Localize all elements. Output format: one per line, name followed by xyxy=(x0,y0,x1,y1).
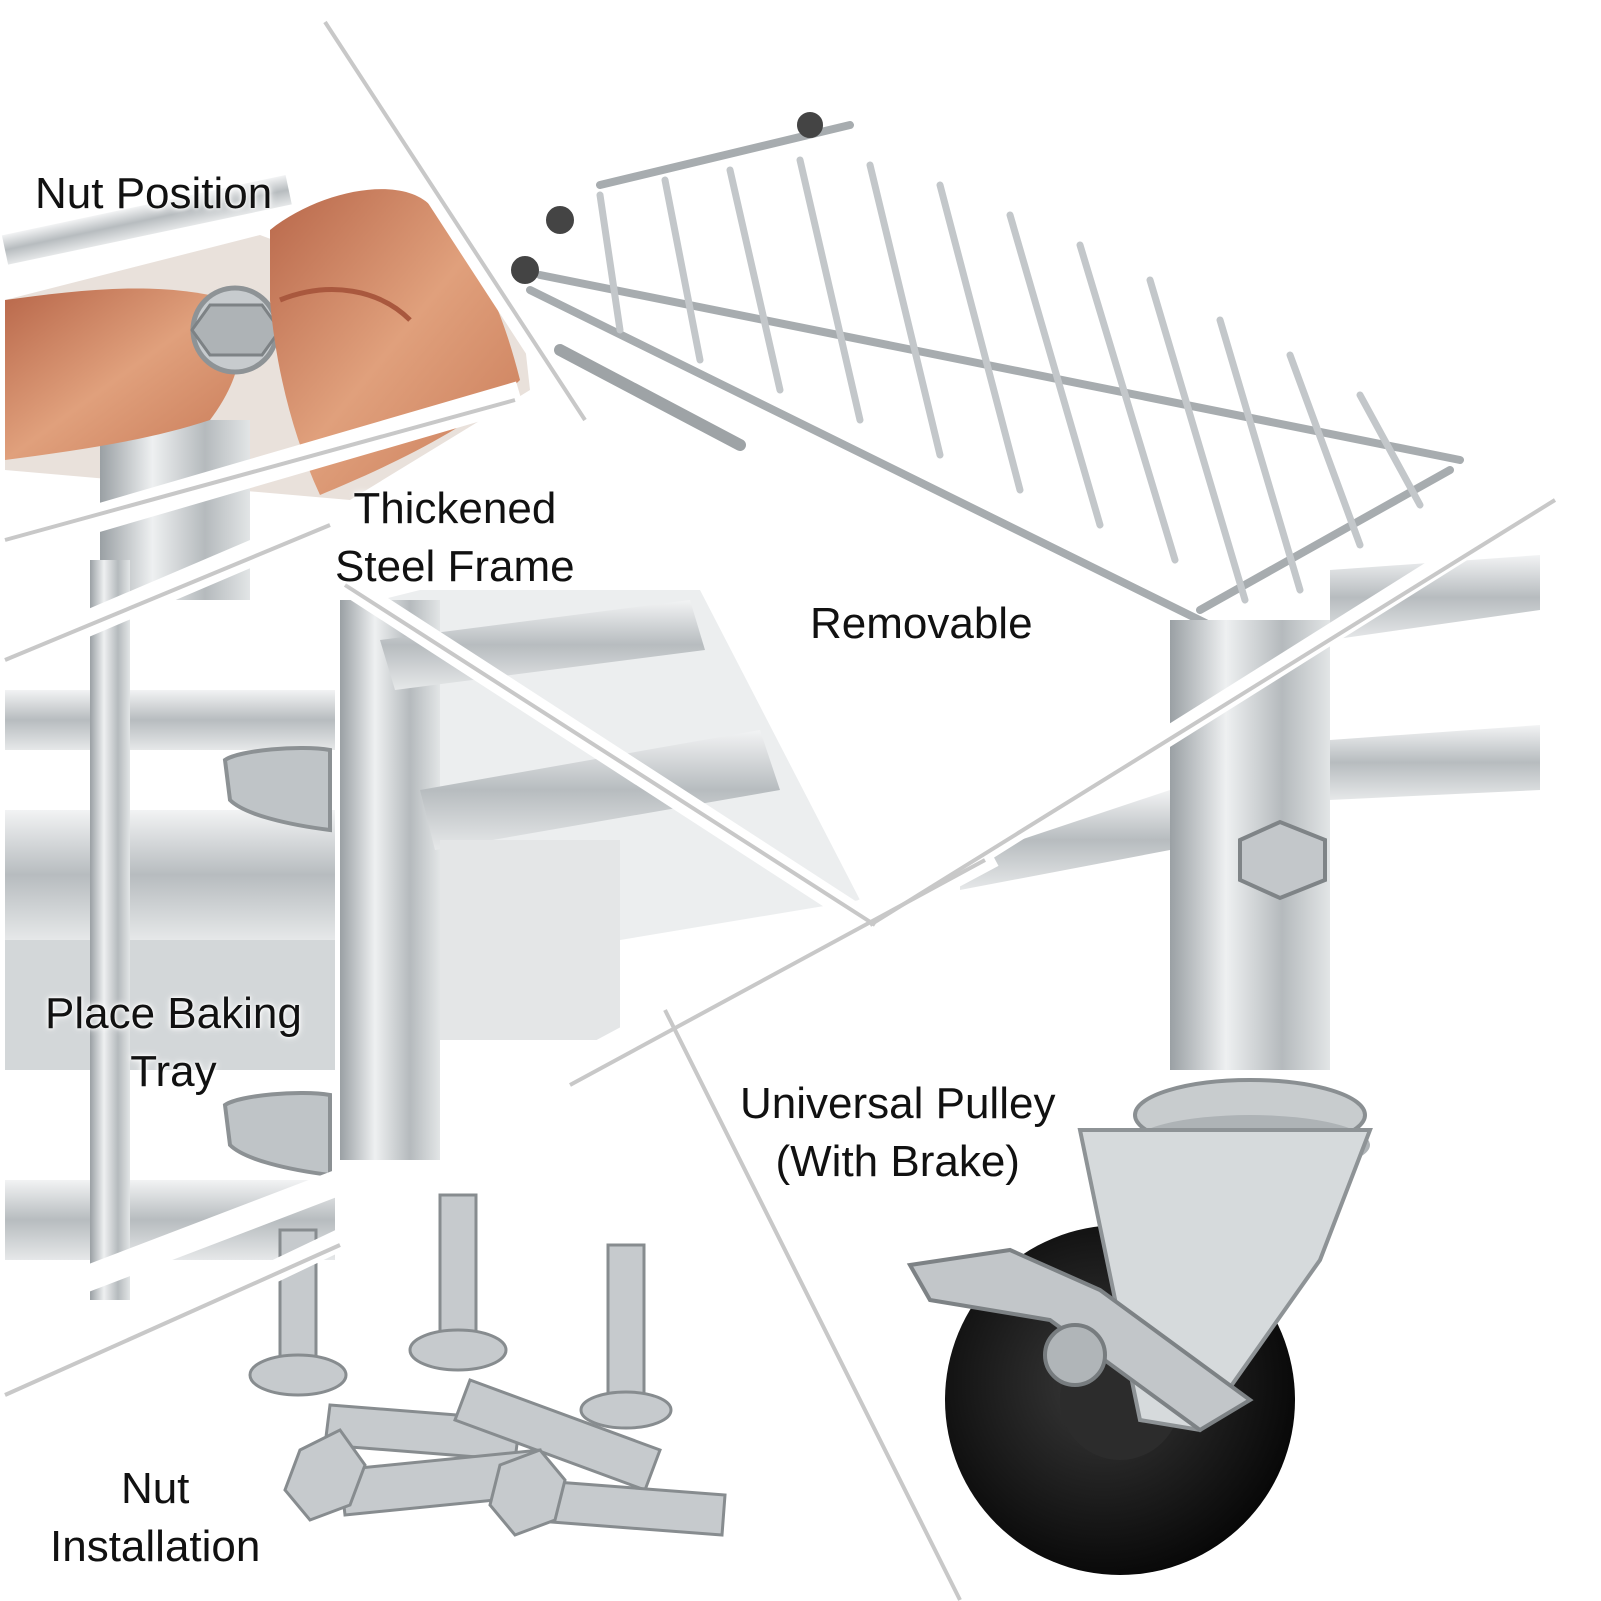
universal-pulley-label: Universal Pulley (With Brake) xyxy=(740,1075,1055,1191)
removable-text: Removable xyxy=(810,599,1033,648)
baking-tray-label: Place Baking Tray xyxy=(45,985,302,1101)
pulley-line-2: (With Brake) xyxy=(775,1137,1020,1186)
thickened-frame-label: Thickened Steel Frame xyxy=(335,480,575,596)
pulley-photo xyxy=(906,555,1540,1575)
removable-label: Removable xyxy=(810,595,1033,653)
nut-installation-label: Nut Installation xyxy=(50,1460,260,1576)
nut-position-label: Nut Position xyxy=(35,165,272,223)
baking-tray-photo xyxy=(5,560,335,1300)
nut-install-line-2: Installation xyxy=(50,1522,261,1571)
nut-position-photo xyxy=(1,175,530,600)
baking-line-1: Place Baking xyxy=(45,989,302,1038)
nut-install-line-1: Nut xyxy=(120,1464,190,1513)
panel-divider-lines xyxy=(4,20,1557,1601)
thickened-line-2: Steel Frame xyxy=(335,542,575,591)
baking-line-2: Tray xyxy=(130,1047,217,1096)
pulley-line-1: Universal Pulley xyxy=(740,1079,1056,1128)
removable-rack-photo xyxy=(511,112,1464,644)
nut-position-text: Nut Position xyxy=(35,169,273,218)
thickened-line-1: Thickened xyxy=(353,484,557,533)
bolts-photo xyxy=(248,1193,727,1537)
